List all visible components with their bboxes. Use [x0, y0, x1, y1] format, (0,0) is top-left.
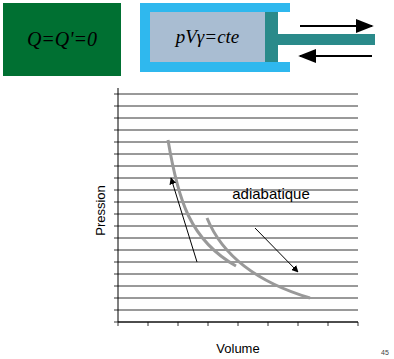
grid-line	[118, 130, 358, 131]
tick	[114, 226, 118, 227]
grid-line	[118, 250, 358, 251]
grid-line	[118, 274, 358, 275]
tick	[238, 322, 239, 326]
tick	[178, 322, 179, 326]
grid-line	[118, 226, 358, 227]
formula-text: Q=Q'=0	[27, 28, 97, 51]
tick	[114, 262, 118, 263]
tick	[114, 94, 118, 95]
tick	[114, 250, 118, 251]
grid-line	[118, 94, 358, 95]
tick	[114, 322, 118, 323]
tick	[114, 130, 118, 131]
tick	[118, 322, 119, 326]
tick	[298, 322, 299, 326]
grid-line	[118, 106, 358, 107]
tick	[114, 190, 118, 191]
tick	[114, 178, 118, 179]
tick	[114, 286, 118, 287]
grid-line	[118, 322, 358, 323]
tick	[114, 310, 118, 311]
piston-rod	[278, 34, 375, 45]
tick	[328, 322, 329, 326]
tick	[268, 322, 269, 326]
tick	[114, 214, 118, 215]
gas-chamber: pVγ=cte	[150, 12, 265, 62]
tick	[114, 274, 118, 275]
tick	[358, 322, 359, 326]
tick	[148, 322, 149, 326]
motion-arrow	[300, 25, 372, 27]
grid-line	[118, 178, 358, 179]
direction-arrow	[255, 228, 298, 272]
grid-line	[118, 118, 358, 119]
motion-arrow	[300, 55, 372, 57]
formula-text: pVγ=cte	[176, 26, 240, 48]
grid-line	[118, 310, 358, 311]
grid-line	[118, 202, 358, 203]
adiabatic-curve	[207, 218, 310, 298]
grid-line	[118, 142, 358, 143]
condition-box: Q=Q'=0	[3, 3, 121, 76]
cylinder-wall	[140, 3, 290, 72]
grid-line	[118, 298, 358, 299]
piston	[265, 12, 278, 62]
curve-label: adiabatique	[232, 185, 310, 202]
grid-line	[118, 286, 358, 287]
tick	[114, 166, 118, 167]
x-axis	[118, 322, 358, 323]
tick	[208, 322, 209, 326]
tick	[114, 118, 118, 119]
grid-line	[118, 214, 358, 215]
tick	[114, 298, 118, 299]
grid-line	[118, 154, 358, 155]
chart-grid	[114, 94, 358, 326]
axis-label: Pression	[92, 185, 107, 236]
tick	[114, 154, 118, 155]
y-axis	[118, 88, 119, 322]
tick	[114, 202, 118, 203]
direction-arrow	[171, 178, 197, 262]
grid-line	[118, 238, 358, 239]
page-number: 45	[381, 349, 389, 356]
axis-label: Volume	[216, 341, 259, 356]
tick	[114, 106, 118, 107]
grid-line	[118, 166, 358, 167]
tick	[114, 142, 118, 143]
tick	[114, 238, 118, 239]
